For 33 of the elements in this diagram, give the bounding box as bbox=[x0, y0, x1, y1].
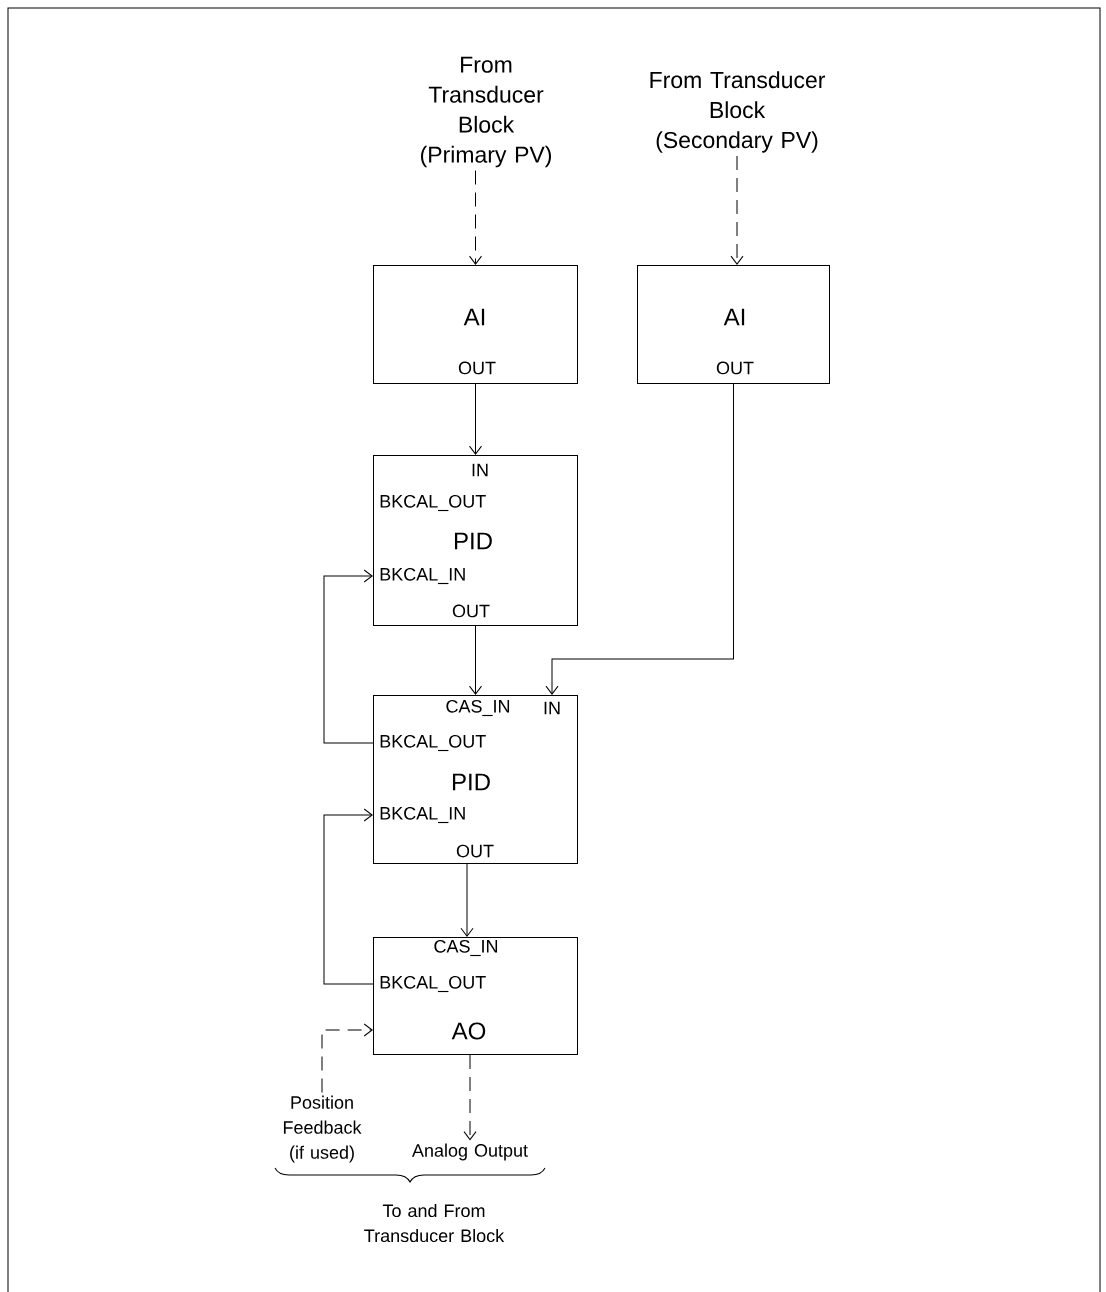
bus-label: To and From Transducer Block bbox=[364, 1203, 505, 1243]
arrow bbox=[323, 808, 374, 985]
arrow bbox=[321, 1023, 373, 1093]
source-label: From Transducer Block (Secondary PV) bbox=[650, 71, 826, 153]
arrow bbox=[469, 625, 482, 695]
port-label: CAS_IN bbox=[434, 939, 498, 957]
block-name: AI bbox=[723, 308, 745, 326]
port-label: IN bbox=[472, 463, 488, 477]
block-name: AI bbox=[463, 308, 485, 326]
port-label: OUT bbox=[452, 604, 490, 618]
port-label: BKCAL_IN bbox=[380, 567, 465, 585]
feedback-label: Position Feedback (if used) bbox=[283, 1095, 362, 1163]
port-label: BKCAL_OUT bbox=[380, 975, 486, 993]
source-label: From Transducer Block (Primary PV) bbox=[421, 56, 551, 168]
port-label: IN bbox=[544, 701, 560, 715]
port-label: BKCAL_OUT bbox=[380, 734, 486, 752]
arrow bbox=[469, 383, 482, 455]
arrow bbox=[545, 383, 734, 695]
arrow bbox=[469, 170, 482, 265]
block-name: PID bbox=[453, 773, 490, 791]
arrow bbox=[730, 155, 744, 265]
arrow bbox=[460, 863, 474, 937]
port-label: OUT bbox=[458, 361, 496, 375]
port-label: BKCAL_IN bbox=[380, 806, 465, 824]
port-label: CAS_IN bbox=[446, 699, 510, 717]
block-name: PID bbox=[455, 532, 492, 550]
port-label: OUT bbox=[456, 844, 494, 858]
port-label: BKCAL_OUT bbox=[380, 494, 486, 512]
block-name: AO bbox=[451, 1022, 486, 1040]
output-label: Analog Output bbox=[412, 1143, 528, 1161]
arrow bbox=[323, 569, 374, 744]
port-label: OUT bbox=[716, 361, 754, 375]
arrow bbox=[463, 1054, 477, 1141]
